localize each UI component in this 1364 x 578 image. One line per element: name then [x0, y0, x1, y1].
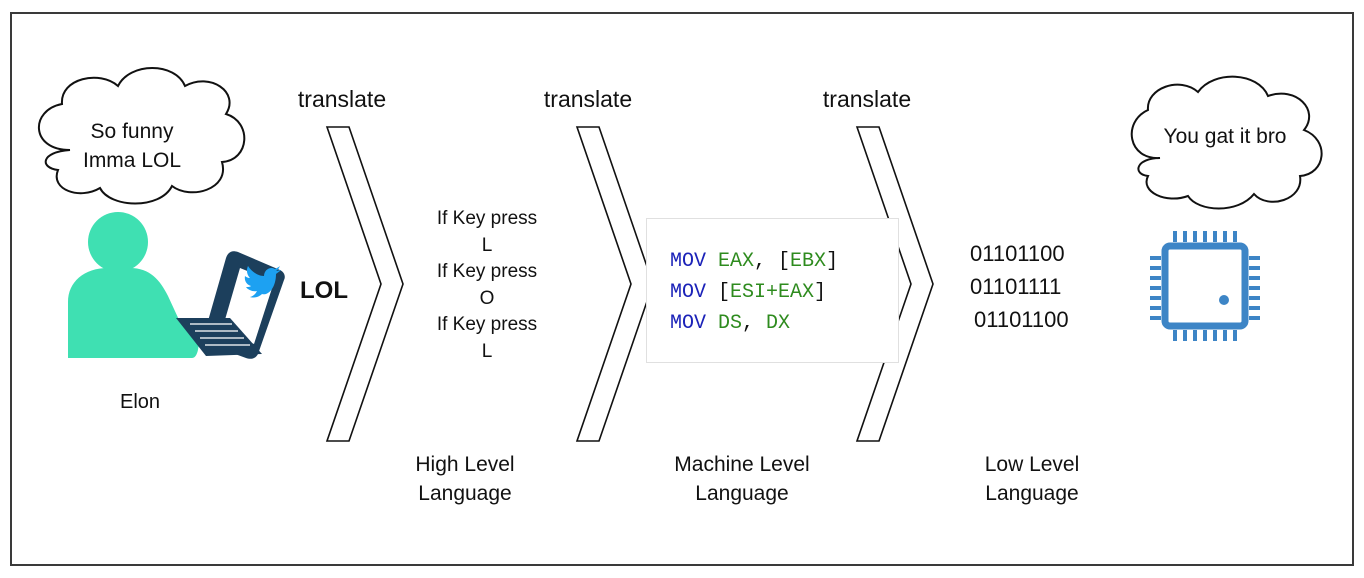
assembly-opcode: MOV	[670, 312, 719, 335]
machine-level-caption-line-1: Machine Level	[674, 453, 810, 476]
assembly-line: MOV EAX, [EBX]	[670, 246, 838, 277]
high-level-line: L	[481, 234, 493, 256]
assembly-operand: EAX	[718, 250, 755, 273]
chevron-arrow-2-icon	[575, 126, 654, 442]
binary-line: 01101111	[970, 274, 1062, 299]
user-message: LOL	[300, 277, 348, 304]
machine-level-caption: Machine Level Language	[652, 450, 832, 508]
assembly-opcode: MOV	[670, 250, 719, 273]
high-level-line: O	[479, 287, 495, 309]
assembly-code: MOV EAX, [EBX]MOV [ESI+EAX]MOV DS, DX	[670, 246, 838, 339]
assembly-operand: DS	[718, 312, 743, 335]
binary-line: 01101100	[974, 307, 1069, 332]
assembly-punctuation: [	[718, 281, 731, 304]
translate-label-1: translate	[297, 86, 387, 112]
translate-label-3: translate	[822, 86, 912, 112]
assembly-operand: EBX	[790, 250, 827, 273]
low-level-caption: Low Level Language	[952, 450, 1112, 508]
user-thought-line-1: So funny	[90, 120, 174, 143]
thought-cloud-left-icon	[37, 67, 246, 205]
translate-label-2: translate	[543, 86, 633, 112]
assembly-operand: ESI+EAX	[730, 281, 815, 304]
high-level-line: If Key press	[436, 314, 538, 335]
high-level-caption-line-2: Language	[418, 482, 512, 505]
assembly-opcode: MOV	[670, 281, 719, 304]
thought-cloud-right-icon	[1130, 75, 1323, 210]
assembly-operand: DX	[766, 312, 791, 335]
high-level-caption: High Level Language	[385, 450, 545, 508]
assembly-punctuation: ]	[814, 281, 827, 304]
cpu-thought-text: You gat it bro	[1163, 125, 1287, 148]
low-level-caption-line-1: Low Level	[984, 453, 1080, 476]
assembly-line: MOV [ESI+EAX]	[670, 277, 838, 308]
low-level-caption-line-2: Language	[985, 482, 1079, 505]
chevron-arrow-1-icon	[325, 126, 404, 442]
chevron-arrow-3-icon	[855, 126, 934, 442]
cpu-chip-icon	[1150, 231, 1260, 341]
user-thought-line-2: Imma LOL	[82, 149, 182, 172]
high-level-code: If Key press L If Key press O If Key pre…	[417, 206, 557, 365]
assembly-punctuation: ,	[742, 312, 767, 335]
assembly-punctuation: ]	[826, 250, 839, 273]
person-icon	[68, 212, 199, 358]
assembly-punctuation: , [	[754, 250, 791, 273]
assembly-code-box	[646, 218, 899, 363]
binary-code: 01101100 01101111 01101100	[970, 237, 1069, 336]
twitter-bird-icon	[244, 266, 281, 298]
high-level-caption-line-1: High Level	[415, 453, 515, 476]
high-level-line: If Key press	[436, 208, 538, 229]
user-name: Elon	[119, 391, 161, 413]
assembly-line: MOV DS, DX	[670, 308, 838, 339]
binary-line: 01101100	[970, 241, 1065, 266]
high-level-line: If Key press	[436, 261, 538, 282]
machine-level-caption-line-2: Language	[695, 482, 789, 505]
user-thought-text: So funny Imma LOL	[62, 117, 202, 175]
high-level-line: L	[481, 340, 493, 362]
